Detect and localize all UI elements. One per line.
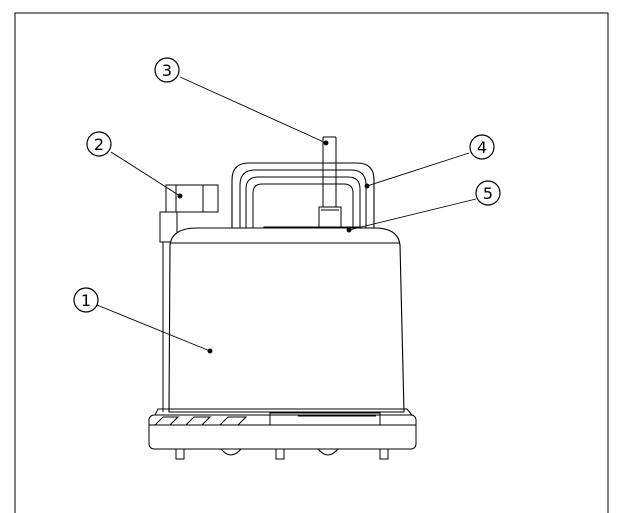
callout-3: 3: [154, 57, 180, 83]
base-plate: [148, 408, 417, 460]
outlet-nozzle: [159, 184, 219, 243]
svg-text:5: 5: [483, 184, 493, 203]
callout-1: 1: [73, 287, 99, 313]
leader-lines: [96, 76, 477, 354]
carrying-handle: [231, 162, 375, 228]
vertical-riser: [322, 136, 337, 210]
motor-housing: [162, 227, 405, 413]
svg-text:2: 2: [94, 135, 104, 154]
figure-frame: [14, 12, 609, 513]
svg-text:1: 1: [81, 291, 91, 310]
svg-text:4: 4: [477, 138, 487, 157]
callout-4: 4: [469, 134, 495, 160]
svg-text:3: 3: [162, 61, 172, 80]
callout-2: 2: [86, 131, 112, 157]
callout-5: 5: [475, 180, 501, 206]
